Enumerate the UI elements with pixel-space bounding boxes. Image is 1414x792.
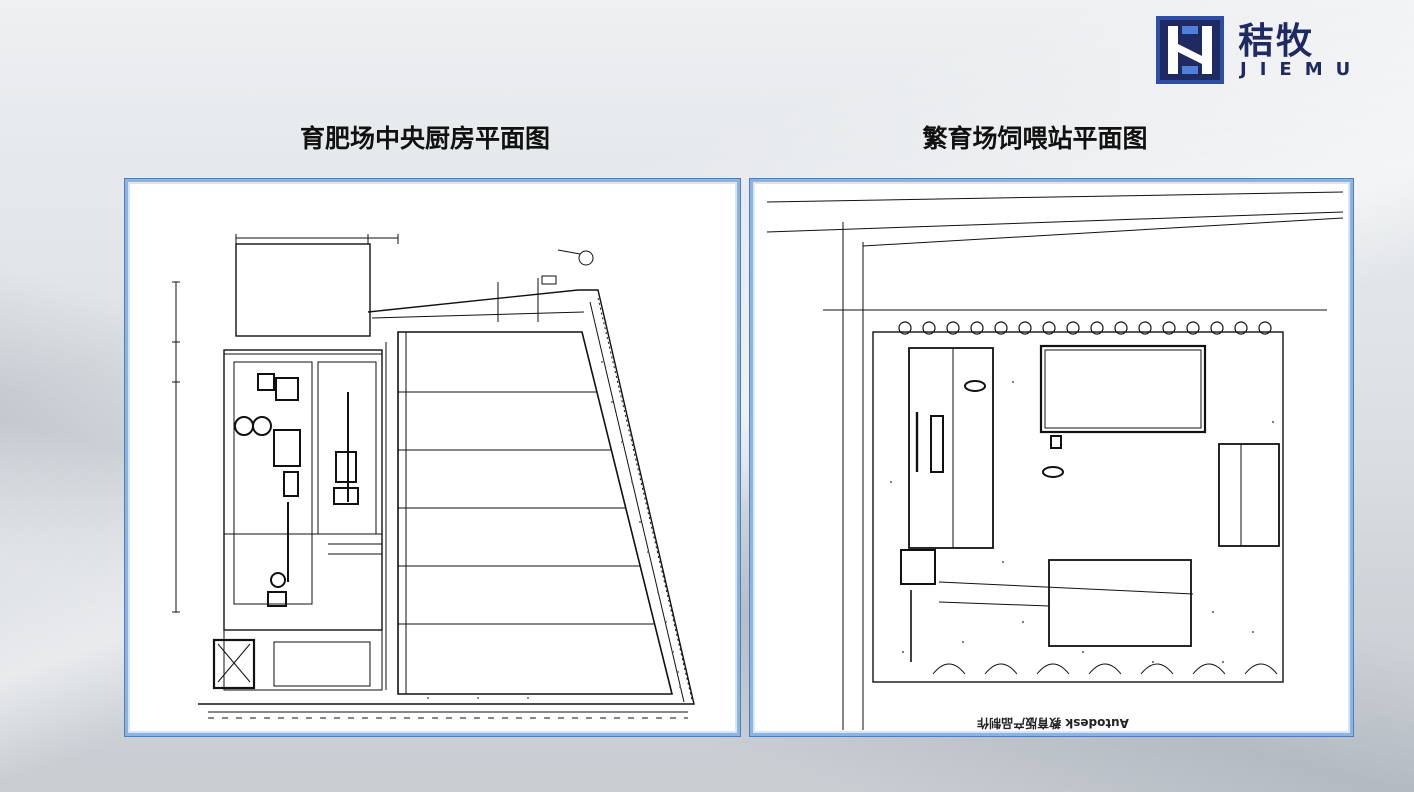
brand-name-cn: 秸牧: [1238, 21, 1315, 62]
left-floor-plan-panel: [125, 179, 740, 736]
jiemu-logo-icon: [1156, 16, 1224, 84]
brand-name-en: JIEMU: [1240, 59, 1364, 80]
left-plan-title: 育肥场中央厨房平面图: [299, 124, 550, 153]
brand-logo: 秸牧 JIEMU: [1156, 16, 1374, 84]
right-plan-title: 繁育场饲喂站平面图: [922, 124, 1148, 153]
drawing-watermark-caption: Autodesk 教育版产品制作: [977, 716, 1129, 730]
floor-plan-drawing: [766, 191, 1344, 730]
floor-plan-drawing: [172, 234, 695, 719]
right-floor-plan-panel: Autodesk 教育版产品制作: [750, 179, 1353, 736]
